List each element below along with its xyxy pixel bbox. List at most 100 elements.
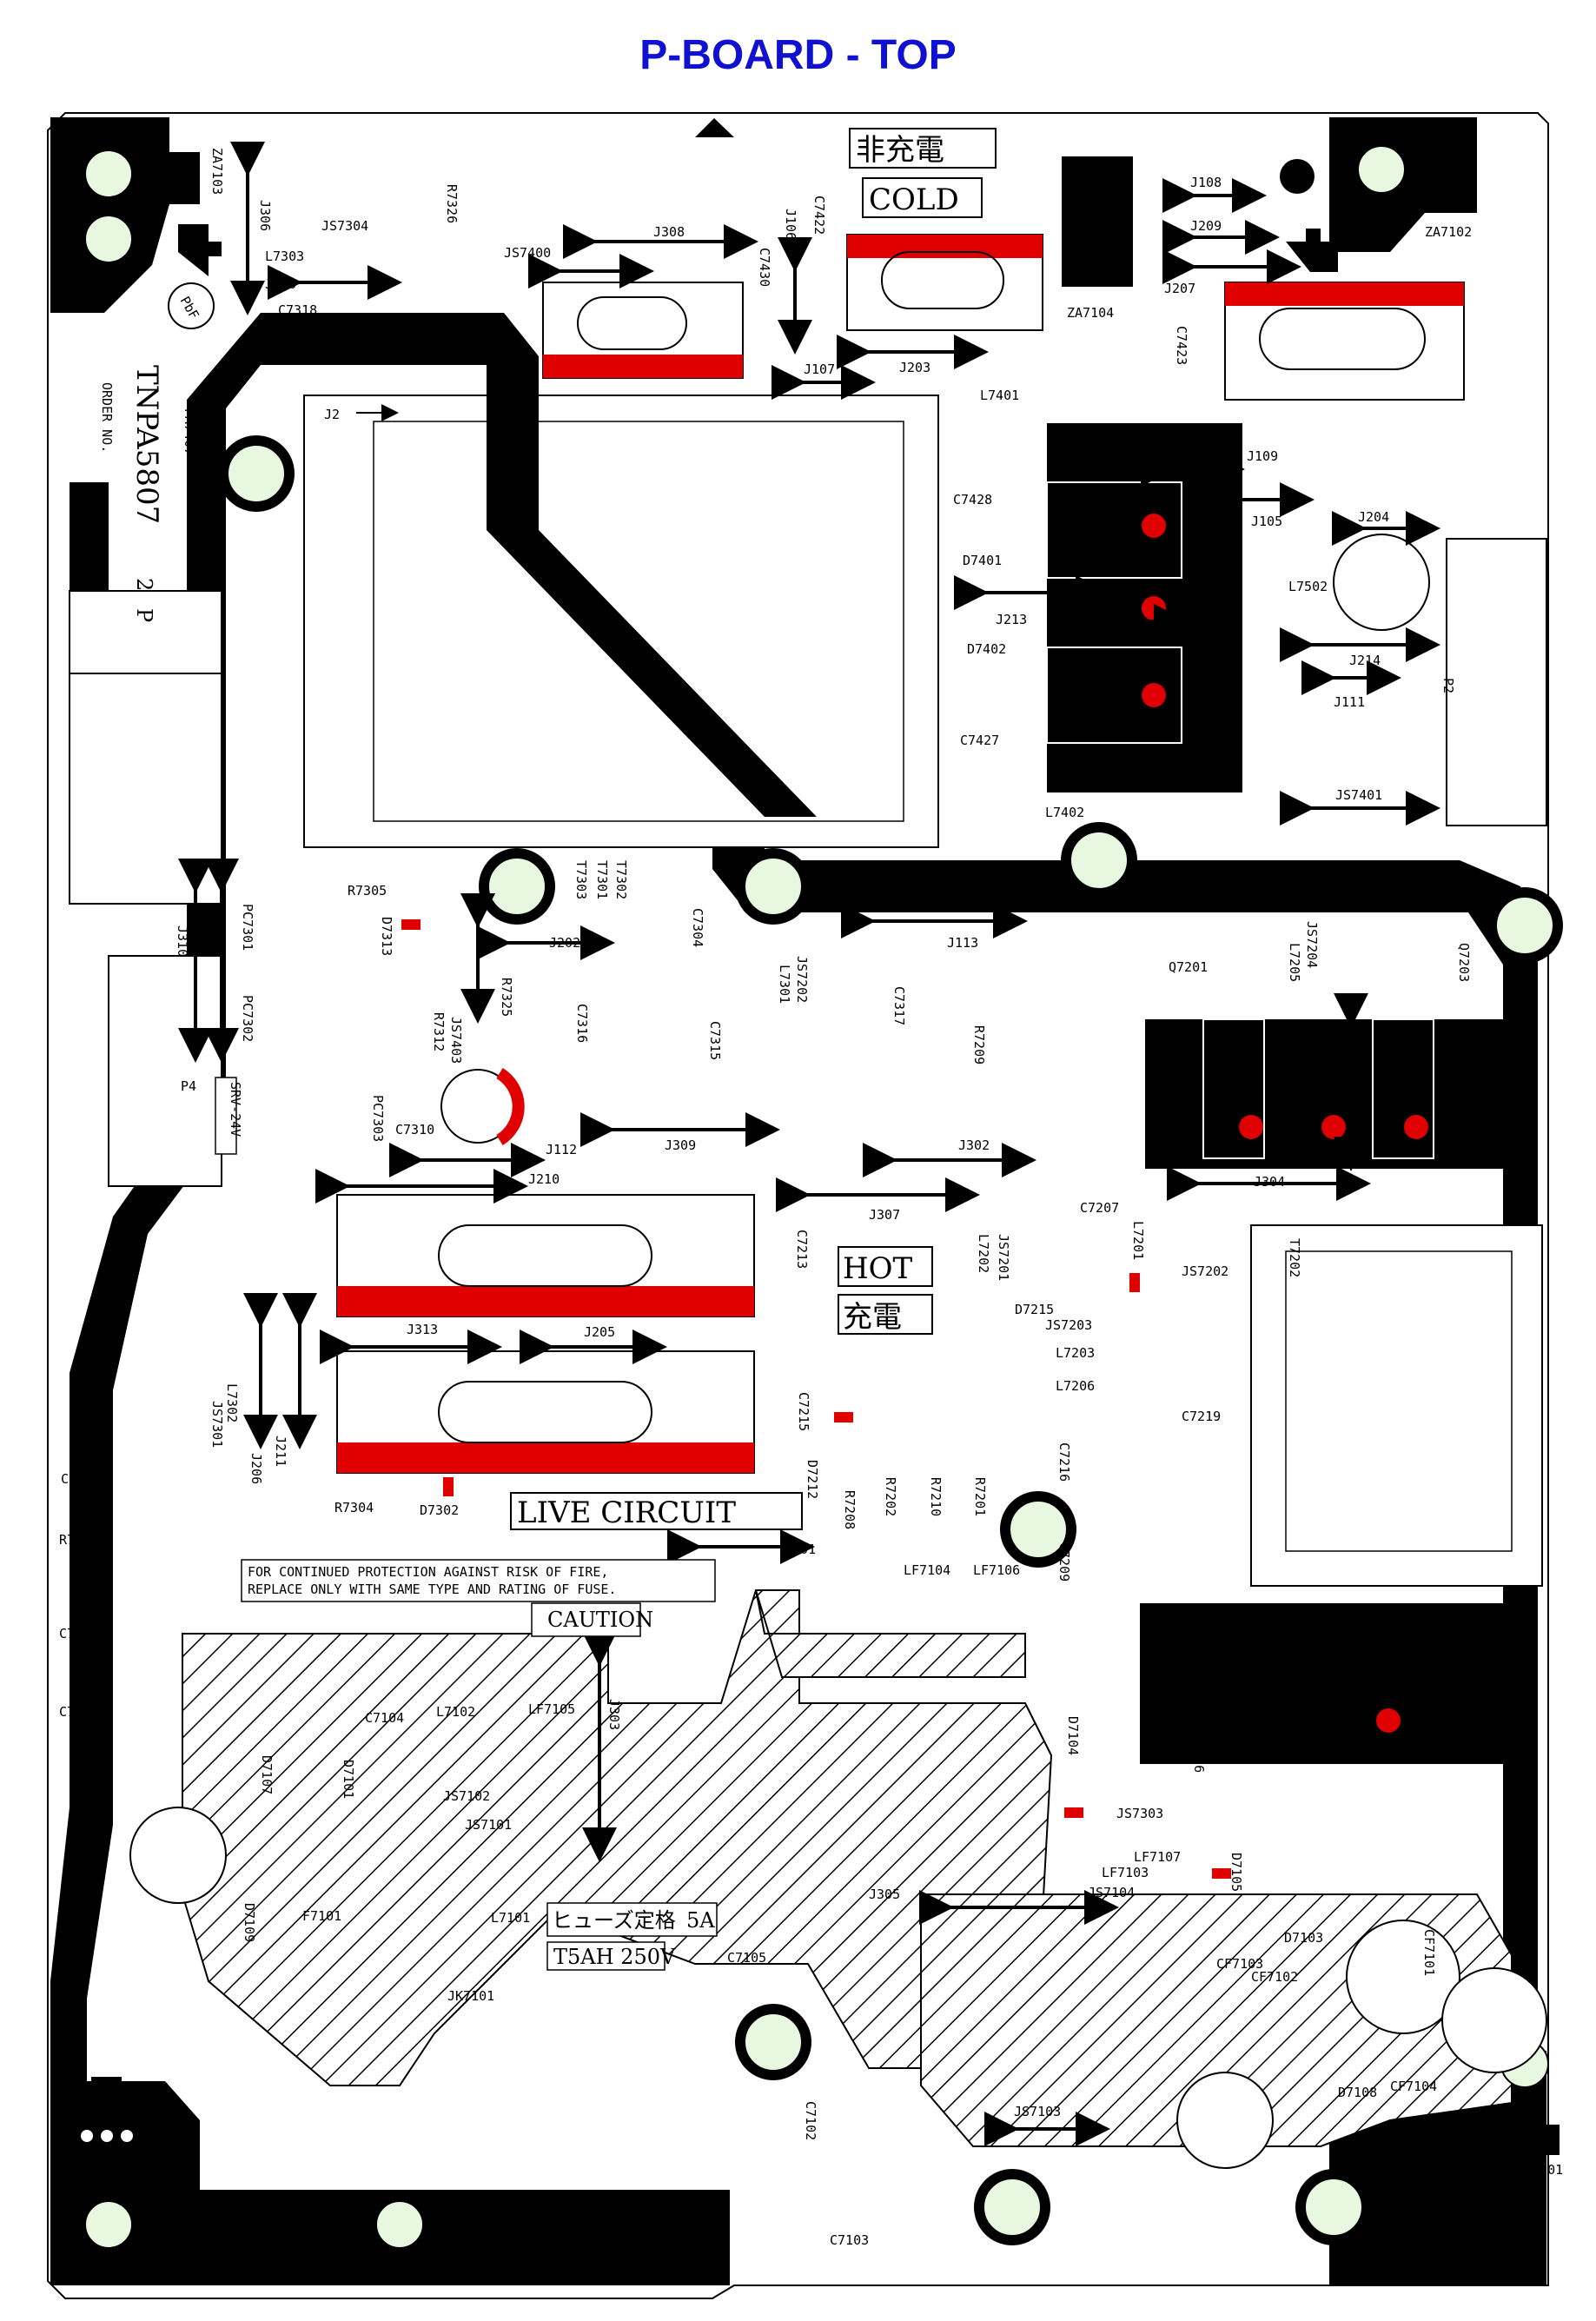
toroid-l7502 (1333, 534, 1430, 631)
component-label-c7105: C7105 (727, 1950, 766, 1966)
component-label-cf7102: CF7102 (1251, 1969, 1298, 1985)
component-label-c7428: C7428 (953, 492, 992, 507)
caution-text: CAUTION (547, 1608, 653, 1632)
component-label-js7102: JS7102 (443, 1788, 490, 1804)
component-label-l7101: L7101 (491, 1910, 530, 1926)
component-label-c7309: C7309 (61, 1471, 100, 1487)
component-label-t7302: T7302 (613, 860, 629, 899)
component-label-j306: J306 (257, 200, 273, 231)
connector-p4 (108, 955, 222, 1187)
component-label-d7104: D7104 (1065, 1716, 1081, 1755)
component-label-c7103: C7103 (830, 2232, 869, 2248)
connector-p2 (1446, 538, 1547, 826)
component-label-c7213: C7213 (794, 1230, 810, 1269)
component-label-lf7103: LF7103 (1102, 1865, 1149, 1880)
component-label-r7311: R7311 (59, 1532, 98, 1548)
component-label-js7101: JS7101 (465, 1817, 512, 1833)
mounting-holes (84, 145, 1563, 2249)
component-label-r7305: R7305 (348, 883, 387, 899)
cold-box (862, 177, 983, 218)
warning-box (241, 1559, 716, 1602)
component-label-cf7103: CF7103 (1216, 1956, 1263, 1972)
component-label-lf7105: LF7105 (528, 1701, 575, 1717)
component-label-l7402: L7402 (1045, 805, 1084, 820)
component-label-l7102: L7102 (436, 1704, 475, 1720)
component-label-pc7302: PC7302 (240, 995, 255, 1042)
component-label-d7212: D7212 (805, 1460, 820, 1499)
component-label-j205: J205 (584, 1324, 615, 1340)
fuse-type-box (546, 1941, 666, 1971)
order-no: ORDER NO. (99, 382, 115, 453)
component-label-c7317: C7317 (891, 986, 907, 1025)
component-label-lf7106: LF7106 (973, 1562, 1020, 1578)
component-label-p4: P4 (181, 1078, 196, 1094)
component-label-j202: J202 (549, 935, 580, 951)
component-label-r7201: R7201 (972, 1477, 988, 1516)
voltage-tag-box (215, 1077, 237, 1155)
component-label-za7102: ZA7102 (1425, 224, 1472, 240)
component-label-t7301: T7301 (594, 860, 610, 899)
component-label-l7302: L7302 (224, 1383, 240, 1422)
component-label-l7203: L7203 (1056, 1345, 1095, 1361)
component-label-j307: J307 (869, 1207, 900, 1223)
za7105-dots (81, 2130, 133, 2142)
ground-trace (50, 313, 1538, 2190)
component-label-r7304: R7304 (334, 1500, 374, 1515)
component-label-r7208: R7208 (842, 1490, 858, 1529)
mount-pad-top-left (50, 117, 200, 313)
component-label-d7101: D7101 (341, 1760, 356, 1799)
component-label-j106: J106 (783, 209, 798, 240)
jumper-arrows (81, 142, 1440, 2146)
component-label-j108: J108 (1190, 175, 1222, 190)
component-label-c7304: C7304 (690, 908, 705, 947)
component-label-l7206: L7206 (1056, 1378, 1095, 1394)
arrow-icons (74, 224, 1560, 2172)
component-label-lf7107: LF7107 (1134, 1849, 1181, 1865)
component-label-j304: J304 (1254, 1174, 1285, 1190)
component-label-j111: J111 (1334, 694, 1365, 710)
board-outline (47, 112, 1549, 2299)
component-label-za7101: ZA7101 (1516, 2162, 1563, 2178)
capacitor-c7401 (542, 282, 744, 379)
component-label-d7302: D7302 (420, 1502, 459, 1518)
page-title: P-BOARD - TOP (639, 32, 957, 78)
component-label-js7104: JS7104 (1088, 1885, 1135, 1900)
component-label-za7103: ZA7103 (209, 148, 225, 195)
component-label-js7403: JS7403 (448, 1017, 464, 1064)
component-label-js7202: JS7202 (1182, 1263, 1228, 1279)
component-label-js7204: JS7204 (1304, 921, 1320, 968)
transformer-t7201 (1250, 1224, 1543, 1587)
component-label-j302: J302 (958, 1137, 990, 1153)
component-label-d7109: D7109 (242, 1903, 257, 1942)
component-label-d7106: D7106 (1191, 1734, 1207, 1773)
component-label-j107: J107 (804, 361, 835, 377)
hot-box (838, 1246, 933, 1287)
component-label-c7209: C7209 (1056, 1542, 1072, 1582)
component-label-c7215: C7215 (796, 1392, 811, 1431)
component-label-p2: P2 (1440, 678, 1456, 693)
component-label-j112: J112 (546, 1142, 577, 1157)
cold-jp-text: 非充電 (856, 133, 944, 168)
component-label-j201: J201 (785, 1542, 816, 1557)
component-label-c7310: C7310 (395, 1122, 434, 1137)
component-label-c7423: C7423 (1174, 326, 1189, 365)
component-label-pa7407: PA7407 (182, 408, 197, 455)
component-label-js7401: JS7401 (1335, 787, 1382, 803)
component-label-c7106: C7106 (59, 1626, 98, 1641)
component-label-j210: J210 (528, 1171, 560, 1187)
component-label-c7315: C7315 (707, 1021, 723, 1060)
component-label-t7303: T7303 (573, 860, 589, 899)
hot-text: HOT (843, 1251, 913, 1286)
component-label-za7104: ZA7104 (1067, 305, 1114, 321)
warning-line-1: FOR CONTINUED PROTECTION AGAINST RISK OF… (248, 1564, 608, 1580)
component-label-j203: J203 (899, 360, 930, 375)
component-label-l7201: L7201 (1130, 1221, 1146, 1260)
voltage-tag-text: SRV-24V (228, 1082, 243, 1137)
component-label-j310: J310 (175, 925, 190, 957)
component-label-d7107: D7107 (259, 1755, 275, 1794)
component-label-t7202: T7202 (1287, 1238, 1302, 1277)
component-label-js7402: JS7402 (198, 408, 214, 455)
component-label-js7202: JS7202 (794, 956, 810, 1003)
component-label-r7312: R7312 (431, 1012, 447, 1051)
component-label-j105: J105 (1251, 514, 1282, 529)
